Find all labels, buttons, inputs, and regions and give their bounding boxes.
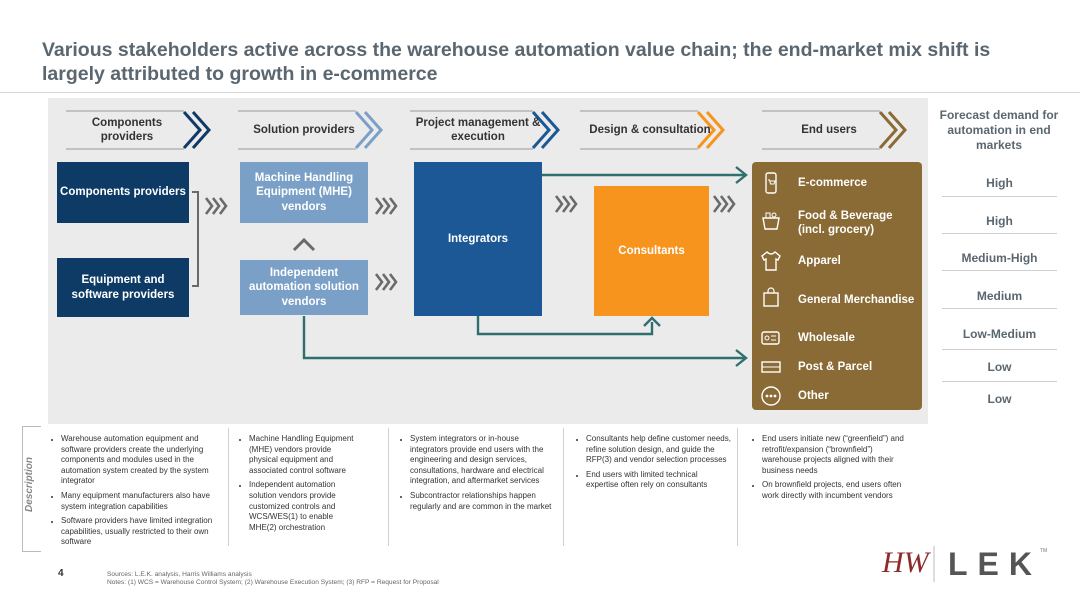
description-solution: Machine Handling Equipment (MHE) vendors…: [235, 434, 360, 537]
grocery-icon: [762, 212, 780, 230]
header-frame: [580, 110, 726, 150]
description-bullet: Warehouse automation equipment and softw…: [61, 434, 225, 487]
forecast-divider: [942, 196, 1057, 197]
header-label: Project management & execution: [415, 117, 541, 143]
forecast-value: Low: [987, 360, 1012, 374]
column-divider: [388, 428, 389, 546]
header-label: Design & consultation: [589, 124, 711, 136]
description-bullet: Independent automation solution vendors …: [249, 480, 360, 533]
lek-logo: LEK: [948, 546, 1042, 582]
forecast-divider: [942, 349, 1057, 350]
header-solution-providers: Solution providers: [238, 110, 388, 150]
end-market-ecommerce: E-commerce: [752, 170, 922, 196]
description-label: Description: [24, 456, 35, 512]
description-bullet: Consultants help define customer needs, …: [586, 434, 732, 466]
end-market-post-parcel: Post & Parcel: [752, 354, 922, 380]
header-design-consultation: Design & consultation: [580, 110, 730, 150]
forecast-divider: [942, 270, 1057, 271]
shirt-icon: [761, 251, 781, 271]
end-markets-box: E-commerce Food & Beverage (incl. grocer…: [752, 162, 922, 410]
partner-logos: HW LEK TM: [880, 542, 1050, 586]
forecast-value: Medium-High: [961, 251, 1038, 265]
forecast-value: Low: [987, 392, 1012, 406]
forecast-value: High: [986, 176, 1013, 190]
description-project: System integrators or in-house integrato…: [396, 434, 554, 516]
forecast-divider: [942, 381, 1057, 382]
header-label: End users: [801, 124, 857, 136]
phone-cart-icon: [765, 172, 777, 194]
trademark-mark: TM: [1040, 548, 1048, 554]
column-divider: [228, 428, 229, 546]
description-bullet: Many equipment manufacturers also have s…: [61, 491, 225, 512]
end-market-general-merchandise: General Merchandise: [752, 284, 922, 316]
header-frame: [410, 110, 561, 150]
sources-text: Sources: L.E.K. analysis, Harris William…: [107, 571, 252, 578]
parcel-icon: [761, 361, 781, 373]
header-project-management: Project management & execution: [410, 110, 565, 150]
hw-logo: HW: [881, 546, 935, 582]
description-bullet: End users with limited technical experti…: [586, 470, 732, 491]
integrators-box: Integrators: [414, 162, 542, 316]
header-frame: [66, 110, 212, 150]
notes-text: Notes: (1) WCS = Warehouse Control Syste…: [107, 579, 439, 586]
more-dots-icon: [761, 386, 781, 406]
wholesale-tag-icon: [761, 331, 780, 345]
forecast-value: Medium: [976, 289, 1023, 303]
description-bullet: End users initiate new (“greenfield”) an…: [762, 434, 908, 476]
svg-text:HW: HW: [881, 546, 932, 579]
header-components-providers: Components providers: [66, 110, 216, 150]
header-frame: [762, 110, 908, 150]
forecast-value: Low-Medium: [962, 327, 1037, 341]
forecast-value: High: [986, 214, 1013, 228]
description-components: Warehouse automation equipment and softw…: [47, 434, 225, 552]
footnotes: Sources: L.E.K. analysis, Harris William…: [107, 571, 439, 587]
header-label: Components providers: [91, 117, 163, 143]
description-end-users: End users initiate new (“greenfield”) an…: [748, 434, 908, 506]
description-tab: [22, 426, 41, 552]
forecast-divider: [942, 308, 1057, 309]
components-providers-box: Components providers: [57, 162, 189, 223]
page-number: 4: [58, 568, 64, 579]
description-design: Consultants help define customer needs, …: [572, 434, 732, 495]
column-divider: [737, 428, 738, 546]
end-market-wholesale: Wholesale: [752, 325, 922, 351]
shopping-bag-icon: [763, 287, 779, 307]
equipment-software-providers-box: Equipment and software providers: [57, 258, 189, 317]
independent-vendors-box: Independent automation solution vendors: [240, 260, 368, 315]
description-bullet: Machine Handling Equipment (MHE) vendors…: [249, 434, 360, 476]
mhe-vendors-box: Machine Handling Equipment (MHE) vendors: [240, 162, 368, 223]
header-label: Solution providers: [253, 124, 355, 136]
header-end-users: End users: [762, 110, 912, 150]
end-market-apparel: Apparel: [752, 248, 922, 274]
forecast-divider: [942, 233, 1057, 234]
title-divider: [0, 92, 1080, 93]
description-bullet: Subcontractor relationships happen regul…: [410, 491, 554, 512]
description-bullet: Software providers have limited integrat…: [61, 516, 225, 548]
consultants-box: Consultants: [594, 186, 709, 316]
end-market-other: Other: [752, 383, 922, 409]
page-title: Various stakeholders active across the w…: [42, 39, 991, 85]
column-divider: [563, 428, 564, 546]
header-frame: [238, 110, 384, 150]
end-market-food-beverage: Food & Beverage (incl. grocery): [752, 208, 922, 238]
description-bullet: On brownfield projects, end users often …: [762, 480, 908, 501]
description-bullet: System integrators or in-house integrato…: [410, 434, 554, 487]
forecast-heading: Forecast demand for automation in end ma…: [939, 108, 1059, 152]
